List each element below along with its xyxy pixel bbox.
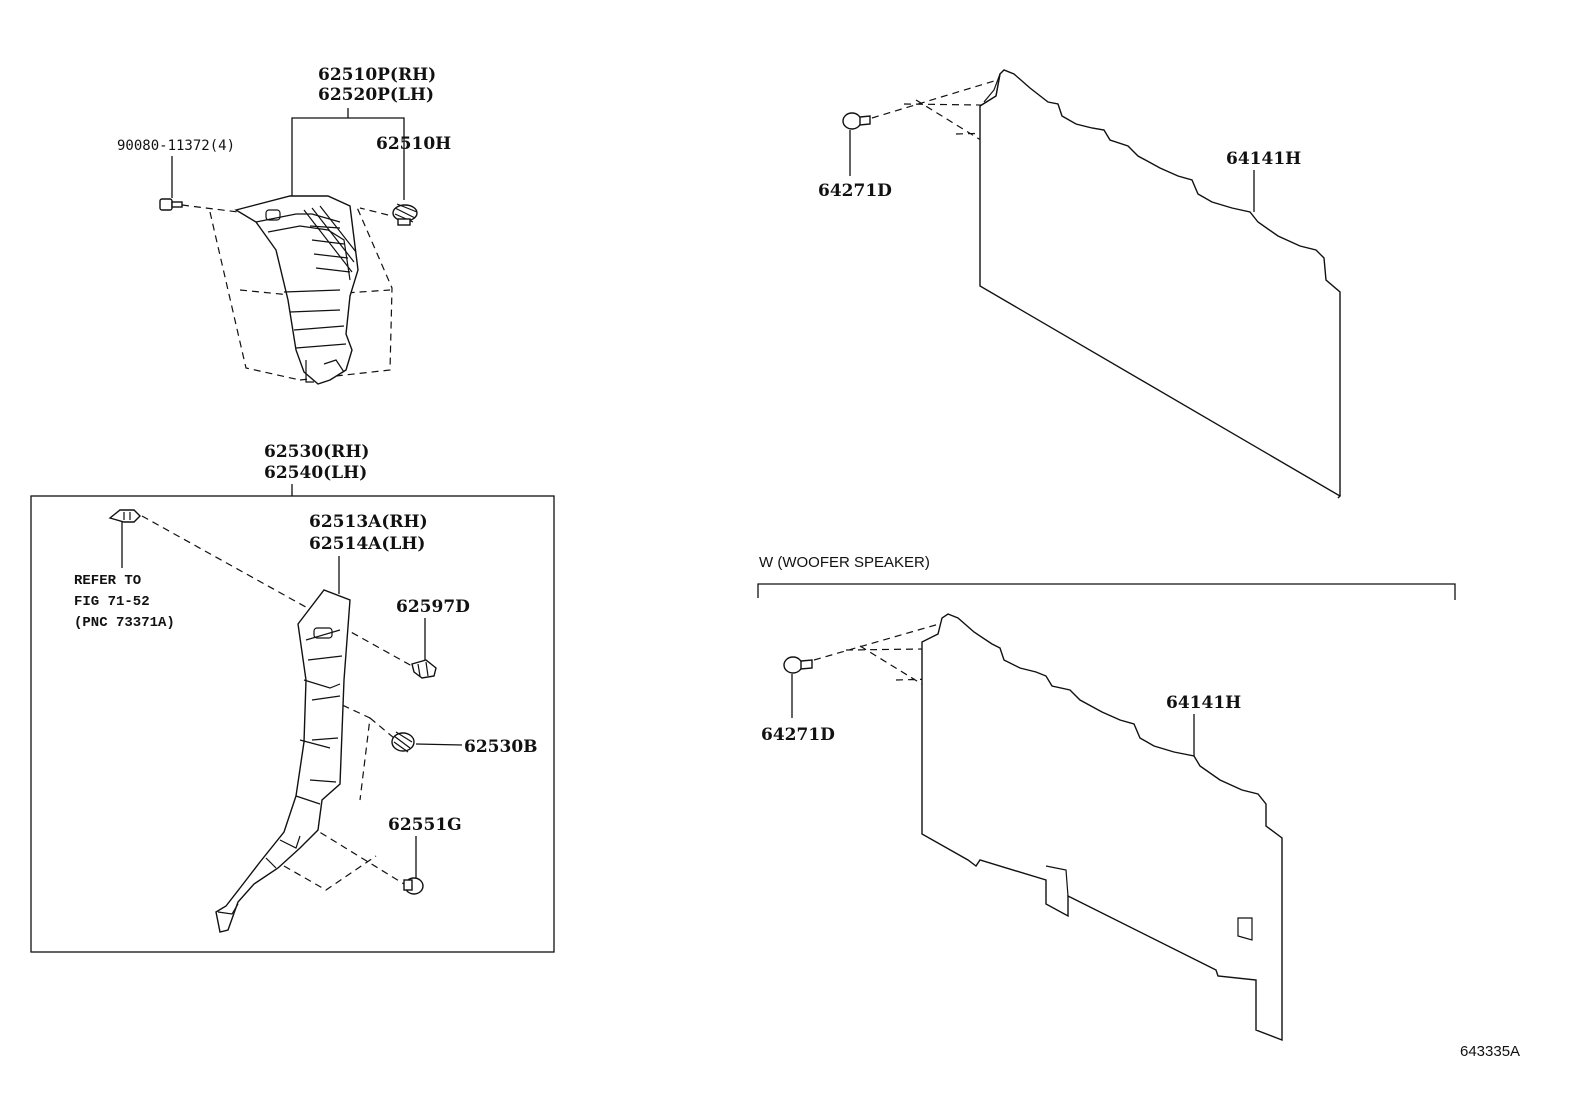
label-64141h-bottom: 64141H	[1166, 693, 1241, 713]
figure-code: 643335A	[1460, 1043, 1520, 1060]
trim-bottom-cutout-2	[1045, 865, 1069, 897]
clip-62530b-part	[391, 731, 415, 753]
trim-top-group: 64271D 64141H	[818, 69, 1342, 499]
label-62530b: 62530B	[464, 737, 538, 757]
leader-62530b	[415, 743, 463, 746]
label-62530: 62530(RH)	[264, 442, 369, 462]
projection-refer	[141, 515, 413, 667]
pillar-62530-part	[215, 589, 351, 933]
trim-64141h-bottom-part	[921, 613, 1283, 1042]
projection-62551g	[283, 819, 405, 891]
trim-bottom-cutout	[1237, 917, 1253, 941]
label-62513a: 62513A(RH)	[309, 512, 428, 532]
rivet-bottom-part	[783, 656, 813, 674]
label-64141h-top: 64141H	[1226, 149, 1301, 169]
leader-bracket-62510p	[291, 117, 405, 200]
label-62520p: 62520P(LH)	[318, 85, 434, 105]
label-62540: 62540(LH)	[264, 463, 367, 483]
woofer-group: W (WOOFER SPEAKER) 64271D 64141H	[757, 554, 1456, 1042]
lower-pillar-group: 62530(RH) 62540(LH) 62513A(RH) 62514A(LH…	[30, 442, 555, 953]
clip-62551g-part	[403, 877, 424, 895]
screw-part	[159, 198, 183, 211]
lower-pillar-box	[30, 495, 555, 953]
projection-62530b	[309, 689, 395, 801]
label-62514a: 62514A(LH)	[309, 534, 425, 554]
label-64271d-bottom: 64271D	[761, 725, 835, 745]
label-90080: 90080-11372(4)	[117, 138, 235, 154]
upper-pillar-group: 62510P(RH) 62520P(LH) 90080-11372(4) 625…	[117, 65, 451, 385]
label-62597d: 62597D	[396, 597, 470, 617]
refer-text-3: (PNC 73371A)	[74, 615, 175, 631]
trim-top-notch	[979, 73, 1001, 107]
trim-64141h-top-part	[979, 69, 1342, 499]
label-64271d-top: 64271D	[818, 181, 892, 201]
woofer-section-bracket	[757, 583, 1456, 600]
projection-upper	[181, 204, 393, 381]
clip-62597d-part	[411, 659, 437, 679]
clip-62510h-part	[392, 203, 418, 226]
label-62551g: 62551G	[388, 815, 462, 835]
pillar-62510p-part	[234, 195, 359, 385]
woofer-section-title: W (WOOFER SPEAKER)	[759, 554, 930, 571]
refer-text-1: REFER TO	[74, 573, 141, 589]
label-62510p: 62510P(RH)	[318, 65, 436, 85]
refer-text-2: FIG 71-52	[74, 594, 150, 610]
refer-clip-part	[108, 509, 141, 523]
label-62510h: 62510H	[376, 134, 451, 154]
rivet-top-part	[842, 112, 871, 130]
